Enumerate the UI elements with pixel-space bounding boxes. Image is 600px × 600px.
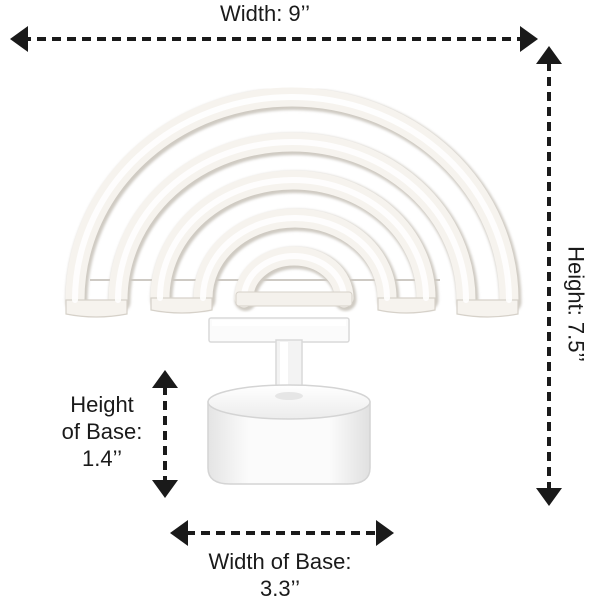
base-width-label-line-2: 3.3’’: [260, 576, 300, 600]
stand-crossbar: [208, 317, 350, 343]
base-height-label-line-3: 1.4’’: [82, 446, 122, 471]
base-height-dimension-arrow: [152, 370, 178, 498]
arrowhead-right-icon: [376, 520, 394, 546]
base-width-dimension-arrow: [170, 520, 394, 546]
arrowhead-up-icon: [536, 46, 562, 64]
neon-tube-arcs: [65, 87, 519, 310]
outer-arc-outline: [65, 87, 519, 310]
arrowhead-left-icon: [10, 26, 28, 52]
height-label: Height: 7.5’’: [563, 246, 589, 362]
arrowhead-down-icon: [152, 480, 178, 498]
rainbow-neon-light: [65, 87, 522, 485]
base-width-label: Width of Base: 3.3’’: [185, 548, 375, 600]
arrowhead-right-icon: [520, 26, 538, 52]
base-height-label-line-1: Height: [70, 392, 134, 417]
base-width-label-line-1: Width of Base:: [208, 549, 352, 574]
cylindrical-base: [207, 384, 371, 485]
width-label: Width: 9’’: [219, 1, 311, 26]
base-height-label: Height of Base: 1.4’’: [52, 391, 152, 472]
arrowhead-left-icon: [170, 520, 188, 546]
arrowhead-down-icon: [536, 488, 562, 506]
height-dimension-arrow: [536, 46, 562, 506]
stand-stem: [275, 339, 303, 393]
width-dimension-arrow: [10, 26, 538, 52]
base-height-label-line-2: of Base:: [61, 419, 143, 444]
arrowhead-up-icon: [152, 370, 178, 388]
